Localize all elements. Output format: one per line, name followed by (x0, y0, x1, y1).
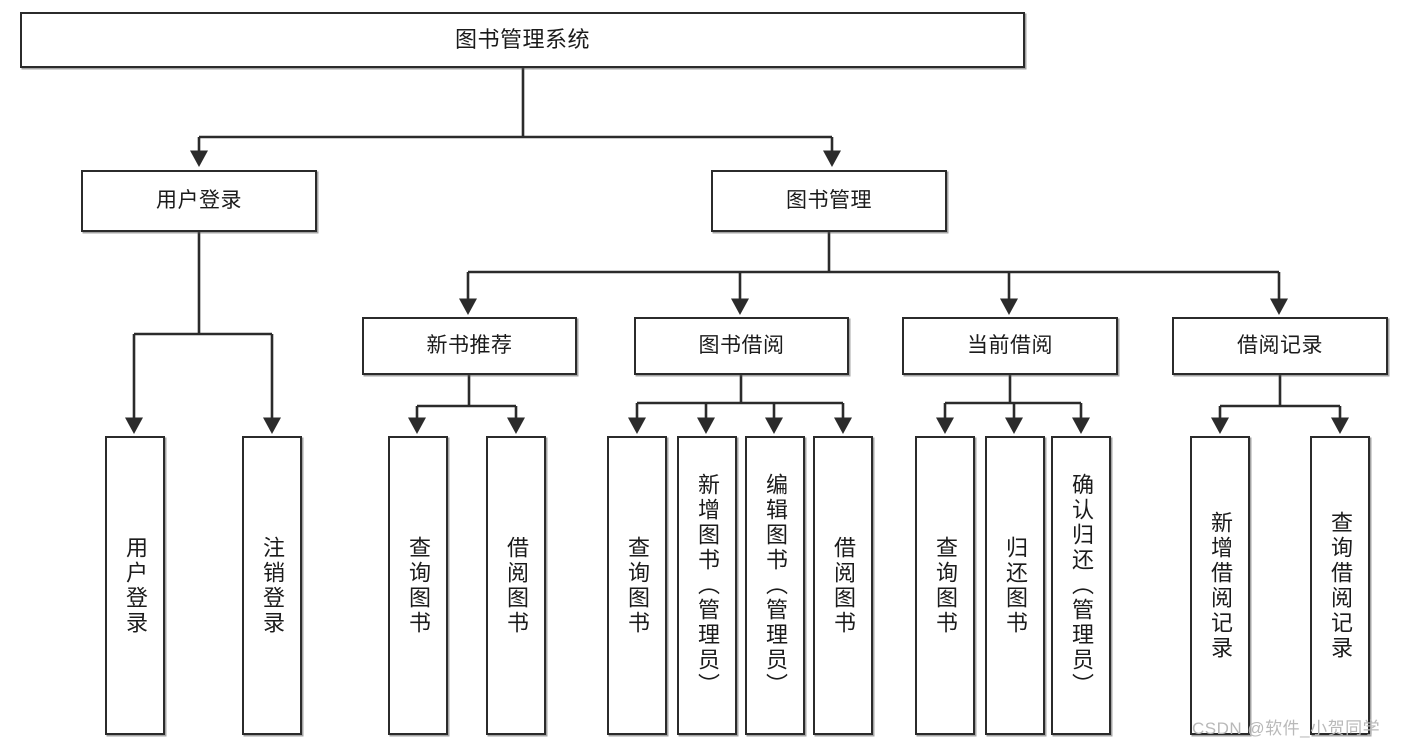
node-label: 新书推荐 (426, 333, 513, 357)
node-label: 查询图书 (933, 535, 958, 636)
node-leaf-add-book[interactable]: 新增图书（管理员） (677, 436, 737, 735)
node-leaf-query-book-current[interactable]: 查询图书 (915, 436, 975, 735)
node-label: 查询图书 (406, 535, 431, 636)
node-label: 注销登录 (260, 535, 285, 636)
node-leaf-return-book[interactable]: 归还图书 (985, 436, 1045, 735)
node-label: 用户登录 (123, 535, 148, 636)
node-label: 编辑图书（管理员） (763, 473, 788, 698)
node-current-borrow[interactable]: 当前借阅 (902, 317, 1118, 375)
node-leaf-logout[interactable]: 注销登录 (242, 436, 302, 735)
node-leaf-borrow-book-newbook[interactable]: 借阅图书 (486, 436, 546, 735)
node-label: 图书管理 (786, 188, 872, 212)
node-leaf-query-book-newbook[interactable]: 查询图书 (388, 436, 448, 735)
node-label: 查询借阅记录 (1328, 510, 1353, 661)
watermark: CSDN @软件_小贺同学 (1192, 719, 1381, 738)
node-label: 图书借阅 (698, 333, 785, 357)
node-leaf-user-login[interactable]: 用户登录 (105, 436, 165, 735)
node-label: 归还图书 (1003, 535, 1028, 636)
node-leaf-borrow-book[interactable]: 借阅图书 (813, 436, 873, 735)
node-leaf-query-book-borrow[interactable]: 查询图书 (607, 436, 667, 735)
node-label: 新增借阅记录 (1208, 510, 1233, 661)
node-new-book-recommend[interactable]: 新书推荐 (362, 317, 577, 375)
node-leaf-confirm-return[interactable]: 确认归还（管理员） (1051, 436, 1111, 735)
node-leaf-query-borrow-record[interactable]: 查询借阅记录 (1310, 436, 1370, 735)
node-label: 借阅图书 (831, 535, 856, 636)
node-label: 用户登录 (156, 188, 242, 212)
node-book-borrow[interactable]: 图书借阅 (634, 317, 849, 375)
node-label: 图书管理系统 (454, 26, 590, 52)
node-user-login[interactable]: 用户登录 (81, 170, 317, 232)
node-label: 借阅记录 (1237, 333, 1323, 357)
node-label: 当前借阅 (967, 333, 1053, 357)
node-label: 确认归还（管理员） (1069, 473, 1094, 698)
node-label: 新增图书（管理员） (695, 473, 720, 698)
node-system-root[interactable]: 图书管理系统 (20, 12, 1025, 68)
node-borrow-record[interactable]: 借阅记录 (1172, 317, 1388, 375)
node-label: 查询图书 (625, 535, 650, 636)
node-label: 借阅图书 (504, 535, 529, 636)
node-book-management[interactable]: 图书管理 (711, 170, 947, 232)
node-leaf-add-borrow-record[interactable]: 新增借阅记录 (1190, 436, 1250, 735)
node-leaf-edit-book[interactable]: 编辑图书（管理员） (745, 436, 805, 735)
